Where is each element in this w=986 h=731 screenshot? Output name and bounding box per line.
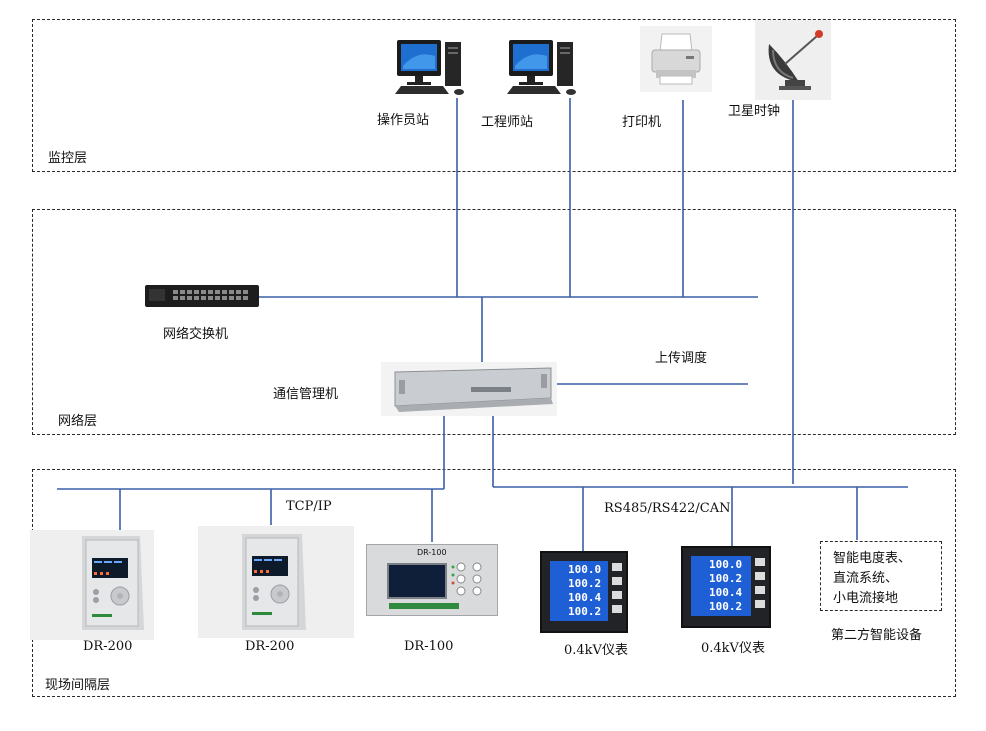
dr100-label: DR-100 <box>404 639 454 654</box>
network-switch-icon <box>143 283 261 313</box>
comm-manager-icon <box>381 362 557 420</box>
network-switch-label: 网络交换机 <box>163 327 229 342</box>
engineer-station-label: 工程师站 <box>481 115 534 130</box>
tcpip-label: TCP/IP <box>286 499 332 514</box>
third-party-line-1: 智能电度表、 <box>833 551 912 566</box>
meter-a-reading-2: 100.2 <box>568 577 602 590</box>
meter-a-reading-3: 100.4 <box>568 591 602 604</box>
meter-a-label: 0.4kV仪表 <box>564 643 628 658</box>
network-layer-zone <box>32 209 956 435</box>
dr200-b-label: DR-200 <box>245 639 295 654</box>
engineer-station-computer-icon <box>505 38 587 102</box>
meter-a-lcd: 100.0 100.2 100.4 100.2 <box>550 561 608 621</box>
dr200-a-device-icon <box>30 530 154 644</box>
dr100-panel-title: DR-100 <box>417 548 447 557</box>
field-layer-label: 现场间隔层 <box>45 678 111 693</box>
meter-a-device: 100.0 100.2 100.4 100.2 <box>540 551 628 633</box>
serial-protocol-label: RS485/RS422/CAN <box>604 501 731 516</box>
meter-b-reading-3: 100.4 <box>709 586 743 599</box>
meter-b-reading-2: 100.2 <box>709 572 743 585</box>
third-party-line-3: 小电流接地 <box>833 591 899 606</box>
dr100-keypad <box>451 561 491 601</box>
meter-a-reading-1: 100.0 <box>568 563 602 576</box>
operator-station-label: 操作员站 <box>377 113 430 128</box>
meter-b-lcd: 100.0 100.2 100.4 100.2 <box>691 556 751 616</box>
printer-label: 打印机 <box>622 115 662 130</box>
satellite-dish-icon <box>755 20 831 104</box>
comm-manager-label: 通信管理机 <box>273 387 339 402</box>
dr100-lcd-screen <box>387 563 447 599</box>
upload-dispatch-label: 上传调度 <box>655 351 708 366</box>
meter-b-label: 0.4kV仪表 <box>701 641 765 656</box>
meter-a-reading-4: 100.2 <box>568 605 602 618</box>
dr200-b-device-icon <box>198 526 354 642</box>
dr100-device-panel: DR-100 <box>366 544 498 616</box>
third-party-line-2: 直流系统、 <box>833 571 899 586</box>
dr100-brand-strip <box>389 603 459 609</box>
third-party-device-box <box>820 541 942 611</box>
monitoring-layer-zone <box>32 19 956 172</box>
meter-a-buttons <box>612 563 622 619</box>
printer-icon <box>640 26 712 96</box>
meter-b-device: 100.0 100.2 100.4 100.2 <box>681 546 771 628</box>
operator-station-computer-icon <box>393 38 475 102</box>
satellite-clock-label: 卫星时钟 <box>728 104 781 119</box>
meter-b-reading-4: 100.2 <box>709 600 743 613</box>
third-party-label: 第二方智能设备 <box>831 628 923 643</box>
dr200-a-label: DR-200 <box>83 639 133 654</box>
meter-b-buttons <box>755 558 765 614</box>
network-layer-label: 网络层 <box>58 414 98 429</box>
monitoring-layer-label: 监控层 <box>48 151 88 166</box>
meter-b-reading-1: 100.0 <box>709 558 743 571</box>
